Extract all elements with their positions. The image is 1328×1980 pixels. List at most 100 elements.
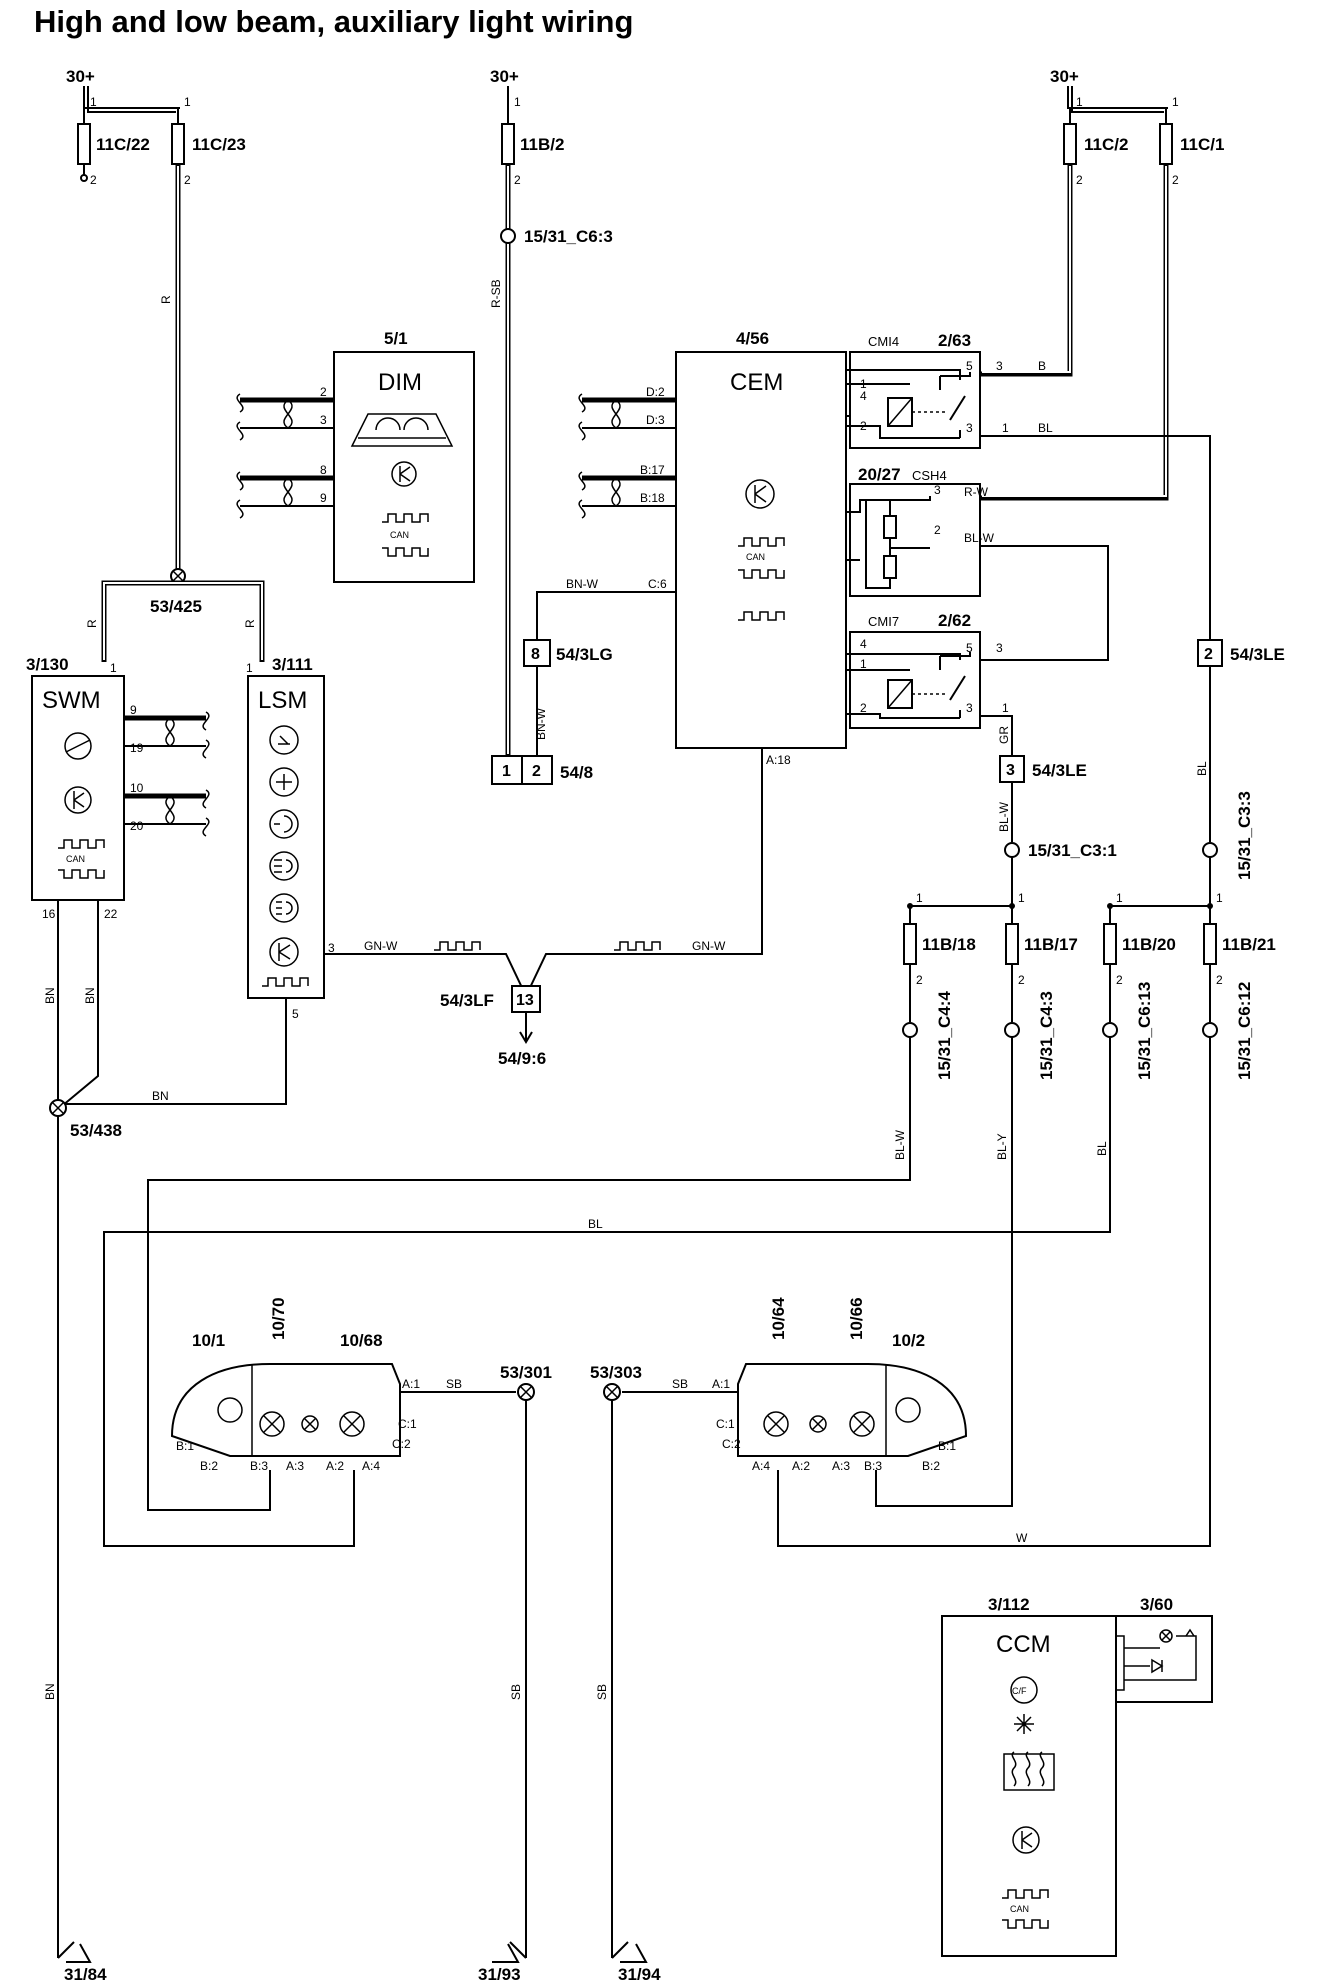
svg-text:31/94: 31/94 [618, 1965, 661, 1980]
ground-31-93 [492, 1941, 527, 1963]
svg-text:10/1: 10/1 [192, 1331, 225, 1350]
svg-text:A:18: A:18 [766, 753, 791, 767]
connector-15-31-C6-13 [1102, 1022, 1118, 1038]
svg-text:31/93: 31/93 [478, 1965, 521, 1980]
svg-text:2: 2 [184, 173, 191, 187]
wire-BN-lsm [66, 998, 287, 1105]
svg-text:2: 2 [1076, 173, 1083, 187]
svg-text:54/3LG: 54/3LG [556, 645, 613, 664]
fuse-11C2 [1063, 123, 1077, 165]
svg-text:SWM: SWM [42, 687, 101, 714]
svg-text:30+: 30+ [490, 67, 519, 86]
svg-text:3: 3 [320, 413, 327, 427]
splice-label-53-425: 53/425 [150, 597, 202, 616]
svg-text:BL: BL [1195, 761, 1209, 776]
wire-R-swm [101, 580, 178, 662]
wire-R-W [980, 164, 1169, 501]
svg-text:B:17: B:17 [640, 463, 665, 477]
svg-text:11B/21: 11B/21 [1222, 935, 1276, 954]
ccm-can-icon [1002, 1889, 1049, 1899]
svg-text:B: B [1038, 359, 1046, 373]
svg-text:A:4: A:4 [752, 1459, 770, 1473]
svg-text:13: 13 [516, 992, 534, 1009]
module-cem: 4/56 CEM CAN D:2 D:3 B:17 B:18 C:6 A:18 [578, 329, 850, 767]
connector-54-8-pin1 [491, 755, 523, 785]
rear-fog-icon [269, 893, 299, 923]
svg-text:B:2: B:2 [200, 1459, 218, 1473]
svg-text:CCM: CCM [996, 1631, 1051, 1658]
ground-31-84 [57, 1941, 92, 1963]
svg-text:GN-W: GN-W [692, 939, 726, 953]
svg-text:BN-W: BN-W [566, 577, 599, 591]
svg-text:3: 3 [328, 941, 335, 955]
svg-text:D:2: D:2 [646, 385, 665, 399]
svg-text:A:3: A:3 [286, 1459, 304, 1473]
svg-text:A:2: A:2 [326, 1459, 344, 1473]
lamp-icon-3 [339, 1411, 365, 1437]
svg-text:BL: BL [1038, 421, 1053, 435]
wire-BL-W-r2 [980, 545, 1109, 661]
svg-text:CSH4: CSH4 [912, 468, 947, 483]
svg-text:CAN: CAN [1010, 1904, 1029, 1914]
svg-text:11B/2: 11B/2 [520, 135, 564, 154]
svg-text:GN-W: GN-W [364, 939, 398, 953]
svg-text:22: 22 [104, 907, 118, 921]
connector-15-31-C4-3 [1004, 1022, 1020, 1038]
svg-text:3/111: 3/111 [272, 655, 313, 674]
svg-text:15/31_C6:12: 15/31_C6:12 [1235, 982, 1254, 1080]
fuse-11B20 [1103, 923, 1117, 965]
svg-text:10/64: 10/64 [769, 1297, 788, 1340]
svg-text:4/56: 4/56 [736, 329, 769, 348]
headlight-icon [269, 725, 299, 755]
wire-BL-Y [875, 1037, 1013, 1507]
svg-text:R: R [85, 619, 99, 628]
svg-text:B:2: B:2 [922, 1459, 940, 1473]
svg-text:1: 1 [502, 763, 511, 780]
cem-signal-icon [738, 611, 785, 621]
wire-BL-lamp [103, 1037, 1111, 1547]
svg-text:BN: BN [152, 1089, 169, 1103]
svg-text:1: 1 [90, 95, 97, 109]
svg-text:SB: SB [595, 1684, 609, 1700]
connector-54-8-pin2 [521, 755, 553, 785]
svg-text:2: 2 [1018, 973, 1025, 987]
svg-text:10/70: 10/70 [269, 1297, 288, 1340]
svg-text:53/301: 53/301 [500, 1363, 552, 1382]
relay-2-63-box [849, 351, 981, 449]
svg-text:1: 1 [916, 891, 923, 905]
fuse-11B17 [1005, 923, 1019, 965]
svg-text:LSM: LSM [258, 687, 307, 714]
svg-text:2: 2 [1172, 173, 1179, 187]
relay-2-62-switch [939, 652, 971, 718]
svg-text:15/31_C4:3: 15/31_C4:3 [1037, 991, 1056, 1080]
svg-text:2: 2 [916, 973, 923, 987]
svg-text:C:1: C:1 [398, 1417, 417, 1431]
low-beam-icon [269, 809, 299, 839]
lamp-icon-1 [259, 1411, 285, 1437]
svg-text:5: 5 [292, 1007, 299, 1021]
module-swm: 3/130 SWM 1 CAN 9 19 10 20 16 22 BN BN [26, 655, 210, 1107]
grounds: 31/84 31/93 31/94 [57, 1941, 661, 1980]
instrument-cluster-icon [350, 413, 454, 447]
lamp-icon-2 [301, 1415, 319, 1433]
relay-2-62-box [849, 631, 981, 729]
steering-wheel-icon [64, 732, 92, 760]
svg-text:53/303: 53/303 [590, 1363, 642, 1382]
svg-text:CEM: CEM [730, 369, 783, 396]
svg-text:CMI4: CMI4 [868, 334, 899, 349]
svg-text:5: 5 [966, 641, 973, 655]
svg-text:3/130: 3/130 [26, 655, 69, 674]
wire-BN-W [536, 591, 676, 640]
svg-text:10/68: 10/68 [340, 1331, 383, 1350]
fuse-label-11C23: 11C/23 [192, 135, 246, 154]
svg-text:20/27: 20/27 [858, 465, 901, 484]
svg-text:1: 1 [110, 661, 117, 675]
dim-name: DIM [378, 369, 422, 396]
connector-54-3LE-middle [999, 755, 1025, 783]
module-lsm: 1 3/111 LSM 3 5 GN-W GN-W 13 54/3LF 54/9… [43, 655, 763, 1958]
svg-text:1: 1 [1216, 891, 1223, 905]
svg-text:9: 9 [320, 491, 327, 505]
svg-text:15/31_C6:13: 15/31_C6:13 [1135, 982, 1154, 1080]
svg-text:8: 8 [531, 646, 540, 663]
svg-text:C:6: C:6 [648, 577, 667, 591]
